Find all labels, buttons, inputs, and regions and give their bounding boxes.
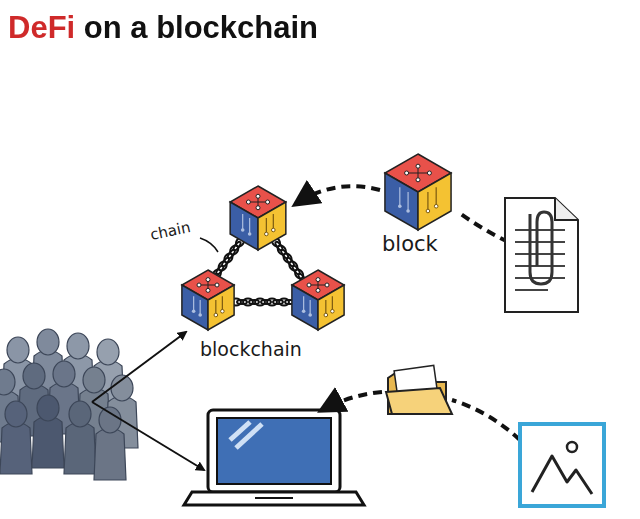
- dashed-arrow: [296, 186, 380, 204]
- title: DeFi on a blockchain: [8, 10, 318, 46]
- dashed-line: [452, 400, 520, 440]
- arrow: [92, 332, 186, 402]
- part-label: chain: [149, 218, 192, 244]
- document-icon: [505, 198, 578, 312]
- folder-icon: [386, 365, 452, 414]
- dashed-arrow: [322, 392, 382, 410]
- arrow: [92, 402, 204, 470]
- part-label: block: [382, 232, 438, 256]
- laptop-icon: [184, 410, 364, 505]
- image-icon: [520, 424, 604, 506]
- crowd-figures: [0, 329, 138, 480]
- part-label: blockchain: [200, 338, 302, 360]
- block-cubes: [182, 154, 451, 330]
- leader-line: [200, 238, 218, 252]
